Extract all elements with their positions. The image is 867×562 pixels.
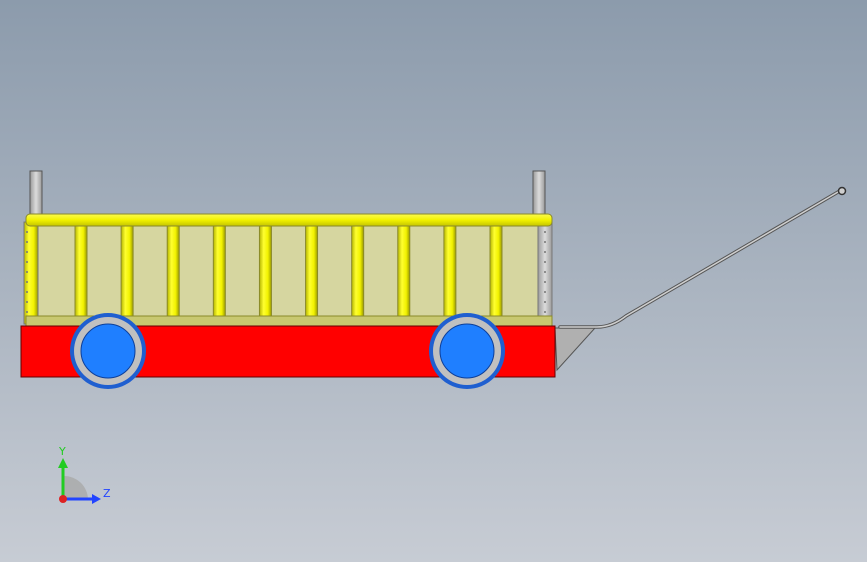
rivet-dot — [26, 231, 28, 233]
rail-post — [258, 223, 272, 319]
rail-back-panel — [23, 223, 552, 325]
triad-z-label: Z — [103, 487, 111, 500]
left-corner-post — [29, 170, 43, 220]
rail-post — [166, 223, 180, 319]
rivet-dot — [26, 241, 28, 243]
rivet-dot — [544, 271, 546, 273]
rivet-dot — [26, 301, 28, 303]
rail-post — [120, 223, 134, 319]
rail-post — [305, 223, 319, 319]
triad-xy-plane — [64, 476, 88, 499]
rivet-dot — [26, 261, 28, 263]
rivet-dot — [26, 271, 28, 273]
side-rail — [23, 213, 553, 327]
rivet-dot — [544, 241, 546, 243]
rivet-dot — [544, 231, 546, 233]
rear-wheel — [429, 313, 505, 389]
rivet-dot — [26, 281, 28, 283]
left-end-rail — [23, 221, 39, 325]
triad-y-arrow — [58, 458, 68, 468]
rivet-dot — [26, 251, 28, 253]
rivet-dot — [544, 301, 546, 303]
triad-y-label: Y — [58, 445, 66, 458]
rivet-dot — [544, 281, 546, 283]
end-rail-rivets — [26, 231, 546, 313]
rail-post — [212, 223, 226, 319]
rail-post — [443, 223, 457, 319]
rivet-dot — [26, 291, 28, 293]
rivet-dot — [544, 251, 546, 253]
rail-post — [74, 223, 88, 319]
triad-z-arrow — [92, 494, 101, 504]
rail-post — [397, 223, 411, 319]
triad-x-origin — [59, 495, 67, 503]
rivet-dot — [544, 291, 546, 293]
pull-handle-highlight — [559, 191, 839, 328]
front-wheel — [70, 313, 146, 389]
rail-post — [351, 223, 365, 319]
rivet-dot — [544, 261, 546, 263]
rail-post — [489, 223, 503, 319]
top-rail — [25, 213, 553, 227]
right-corner-post — [532, 170, 546, 220]
rivet-dot — [26, 311, 28, 313]
handle-ring[interactable] — [837, 186, 847, 196]
rivet-dot — [544, 311, 546, 313]
orientation-triad: Y Z — [58, 445, 111, 504]
